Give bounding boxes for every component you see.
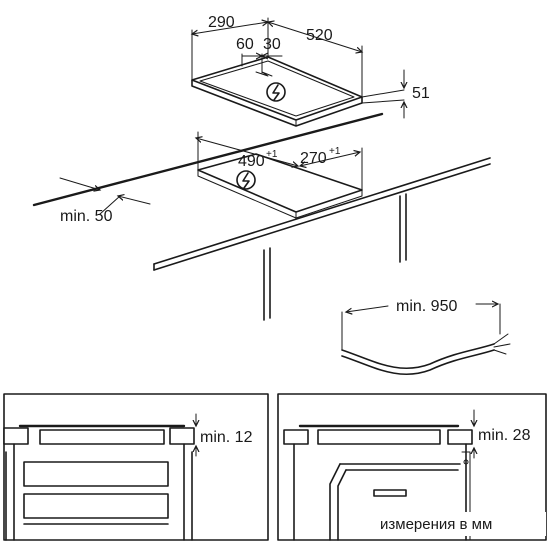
dim-min-clearance-oven: min. 28	[478, 427, 531, 444]
dim-offset-30: 30	[263, 36, 281, 53]
dim-cutout-width-tolerance: +1	[329, 146, 341, 157]
dim-hob-depth: 290	[208, 14, 235, 31]
dim-min-wall-distance: min. 50	[60, 208, 113, 225]
section-oven: min. 28	[277, 393, 547, 541]
dim-hob-width: 520	[306, 27, 333, 44]
dim-cutout-depth-tolerance: +1	[266, 149, 278, 160]
countertop-drawing: 490 +1 270 +1 min. 50	[32, 112, 491, 321]
dim-cutout-depth: 490	[238, 153, 265, 170]
dim-cutout-width: 270	[300, 150, 327, 167]
dim-min-clearance-drawer: min. 12	[200, 429, 253, 446]
hob-drawing: 290 520 60 30 51	[192, 14, 430, 127]
dim-hob-height: 51	[412, 85, 430, 102]
dim-min-cable-length: min. 950	[396, 298, 457, 315]
units-note: измерения в мм	[380, 516, 492, 533]
cable-drawing: min. 950	[341, 298, 511, 375]
section-drawers: min. 12	[3, 393, 269, 541]
dim-offset-60: 60	[236, 36, 254, 53]
